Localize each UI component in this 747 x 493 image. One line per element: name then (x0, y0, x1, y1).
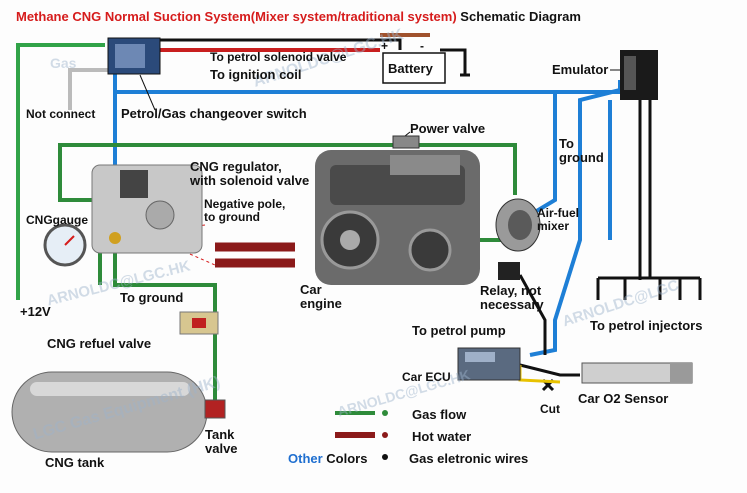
legend-gas-flow-dot (382, 410, 388, 416)
title-suffix: Schematic Diagram (456, 9, 581, 24)
relay-wire (518, 274, 547, 355)
label-to-petrol-solenoid-valve: To petrol solenoid valve (210, 50, 347, 64)
cng-tank-highlight (30, 382, 190, 396)
changeover-switch-panel (115, 44, 145, 68)
power-valve-body (392, 135, 420, 149)
tank-valve-body (204, 399, 226, 419)
label-not-connect: Not connect (26, 107, 96, 121)
legend-wires-dot (382, 454, 388, 460)
tank-to-regulator (113, 250, 217, 405)
label-cng-regulator: CNG regulator, with solenoid valve (190, 159, 310, 188)
refuel-valve-nozzle (192, 318, 206, 328)
label-battery: Battery (388, 61, 433, 76)
car-ecu-plug (465, 352, 495, 362)
label-cng-tank: CNG tank (45, 455, 105, 470)
label-relay: Relay, not necessary (480, 283, 544, 312)
diagram-title: Methane CNG Normal Suction System(Mixer … (16, 9, 581, 24)
label-power-valve: Power valve (410, 121, 486, 136)
air-fuel-mixer-inner (508, 210, 532, 240)
cng-gauge-needle (64, 235, 75, 246)
label-emulator: Emulator (552, 62, 609, 77)
emulator-highlight (624, 56, 636, 90)
battery-wire (160, 38, 402, 50)
o2-sensor-tip (670, 363, 692, 383)
gas-flow-lines (58, 143, 517, 405)
battery-minus-sign: - (420, 39, 424, 53)
emulator-to-ecu-wire (529, 88, 621, 357)
legend-hot-water-dot (382, 432, 388, 438)
battery-ground-wire (440, 48, 467, 75)
engine-illustration (315, 150, 480, 285)
label-changeover-switch: Petrol/Gas changeover switch (121, 106, 307, 121)
battery-box (382, 52, 446, 84)
legend-colors-word: Colors (322, 451, 368, 466)
switch-down-wire (113, 92, 128, 177)
label-to-ignition-coil: To ignition coil (210, 67, 302, 82)
battery-plus-sign: + (381, 39, 389, 53)
regulator-to-power-valve (58, 143, 517, 195)
ecu-to-o2-wire (519, 363, 580, 377)
label-cng-refuel-valve: CNG refuel valve (47, 336, 152, 351)
legend-other-word: Other (288, 451, 323, 466)
emulator-to-mixer-wire (533, 92, 557, 214)
label-negative-pole: Negative pole, to ground (204, 197, 286, 224)
label-to-petrol-pump: To petrol pump (412, 323, 506, 338)
relay-body (498, 262, 520, 280)
label-car-o2-sensor: Car O2 Sensor (578, 391, 669, 406)
injector-harness (648, 100, 662, 300)
regulator-solenoid (120, 170, 148, 198)
regulator-bolt (145, 200, 175, 230)
black-wires (160, 38, 702, 392)
hot-water-lines (215, 242, 295, 268)
label-car-ecu: Car ECU (402, 370, 451, 384)
legend-hot-water-label: Hot water (412, 429, 472, 444)
regulator-outlet (109, 232, 121, 244)
label-cut: Cut (540, 402, 560, 416)
label-to-petrol-injectors: To petrol injectors (590, 318, 703, 333)
label-plus-12v: +12V (20, 304, 51, 319)
not-connect-wire (68, 68, 108, 110)
label-tank-valve: Tank valve (205, 427, 238, 456)
green-wires (16, 43, 105, 300)
legend-other-colors: Other Colors (288, 451, 367, 466)
legend-gas-electronic-wires-label: Gas eletronic wires (409, 451, 529, 466)
label-to-ground-regulator: To ground (120, 290, 184, 305)
switch-to-emulator-wire (113, 62, 622, 94)
title-main: Methane CNG Normal Suction System(Mixer … (16, 9, 457, 24)
label-to-ground-emulator: To ground (559, 136, 604, 165)
regulator-left-loop (58, 175, 100, 202)
label-car-engine: Car engine (300, 282, 342, 311)
label-air-fuel-mixer: Air-fuel mixer (537, 206, 579, 233)
plus-12v-wire (16, 43, 105, 300)
label-cng-gauge: CNGgauge (26, 213, 89, 227)
switch-pointer (139, 74, 156, 111)
legend-gas-flow-label: Gas flow (412, 407, 467, 422)
